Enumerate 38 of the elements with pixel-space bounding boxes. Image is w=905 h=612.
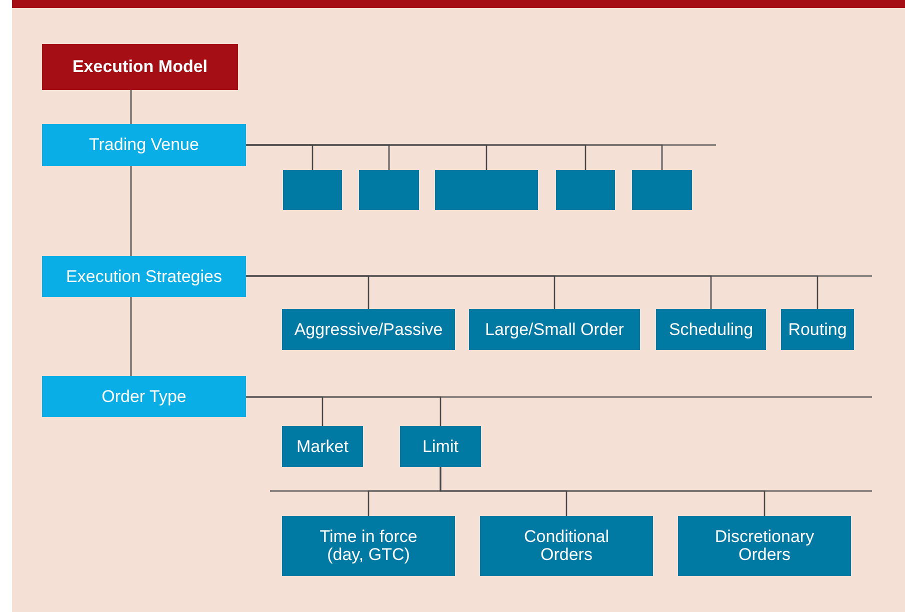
connector-line bbox=[130, 166, 132, 256]
leaf-box bbox=[282, 309, 455, 350]
leaf-box bbox=[400, 426, 481, 467]
node-label: Execution Strategies bbox=[66, 268, 222, 286]
connector-line bbox=[246, 396, 442, 426]
leaf-box bbox=[480, 516, 653, 576]
node-label: Large/Small Order bbox=[485, 320, 624, 338]
node-label: Trading Venue bbox=[89, 136, 199, 154]
leaf-box bbox=[632, 170, 692, 210]
leaf-box bbox=[283, 170, 342, 210]
root-box bbox=[42, 44, 238, 90]
connector-line bbox=[246, 144, 663, 170]
connector-line bbox=[246, 275, 818, 309]
connector-line bbox=[130, 297, 132, 376]
node-label: Execution Model bbox=[72, 58, 208, 76]
leaf-box bbox=[678, 516, 851, 576]
leaf-box bbox=[282, 516, 455, 576]
leaf-box bbox=[781, 309, 854, 350]
node-label: Order Type bbox=[102, 388, 186, 406]
leaf-box bbox=[556, 170, 615, 210]
node-label: Time in force (day, GTC) bbox=[318, 528, 418, 564]
leaf-box bbox=[282, 426, 363, 467]
leaf-box bbox=[435, 170, 538, 210]
node-label: Aggressive/Passive bbox=[294, 320, 443, 338]
node-label: Routing bbox=[788, 320, 847, 338]
leaf-box bbox=[656, 309, 766, 350]
category-box bbox=[42, 256, 246, 297]
leaf-box bbox=[469, 309, 640, 350]
node-label: Conditional Orders bbox=[522, 528, 610, 564]
category-box bbox=[42, 124, 246, 166]
node-label: Limit bbox=[422, 438, 458, 456]
category-box bbox=[42, 376, 246, 417]
connector-line bbox=[130, 90, 132, 124]
node-label: Market bbox=[296, 438, 348, 456]
connector-line bbox=[440, 467, 766, 516]
node-label: Scheduling bbox=[668, 320, 754, 338]
node-label: Discretionary Orders bbox=[714, 528, 816, 564]
leaf-box bbox=[359, 170, 419, 210]
